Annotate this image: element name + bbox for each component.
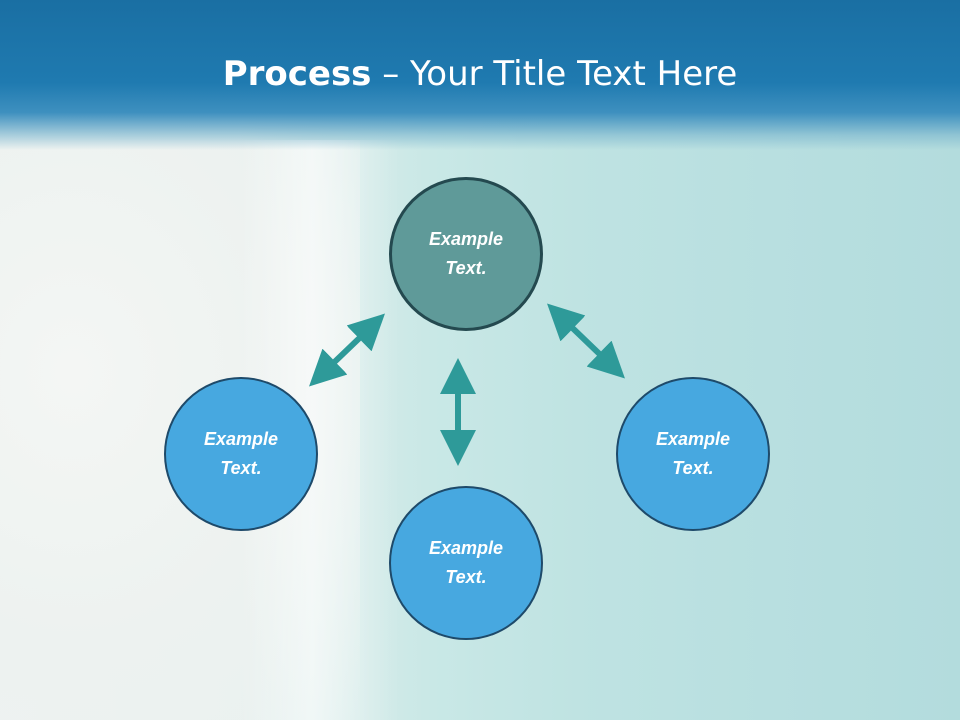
node-left-text: Example Text.	[203, 429, 279, 478]
node-right-text: Example Text.	[655, 429, 731, 478]
slide-title[interactable]: Process – Your Title Text Here	[0, 52, 960, 96]
node-bottom-text: Example Text.	[428, 538, 504, 587]
title-rest: – Your Title Text Here	[371, 54, 738, 94]
title-bar: Process – Your Title Text Here	[0, 0, 960, 150]
arrow-left-top	[309, 313, 385, 387]
process-node-right[interactable]: Example Text.	[616, 377, 770, 531]
node-top-text: Example Text.	[428, 229, 504, 278]
arrow-right-top	[547, 303, 625, 379]
process-node-left[interactable]: Example Text.	[164, 377, 318, 531]
process-node-bottom[interactable]: Example Text.	[389, 486, 543, 640]
title-bold: Process	[222, 54, 372, 94]
process-node-top[interactable]: Example Text.	[389, 177, 543, 331]
